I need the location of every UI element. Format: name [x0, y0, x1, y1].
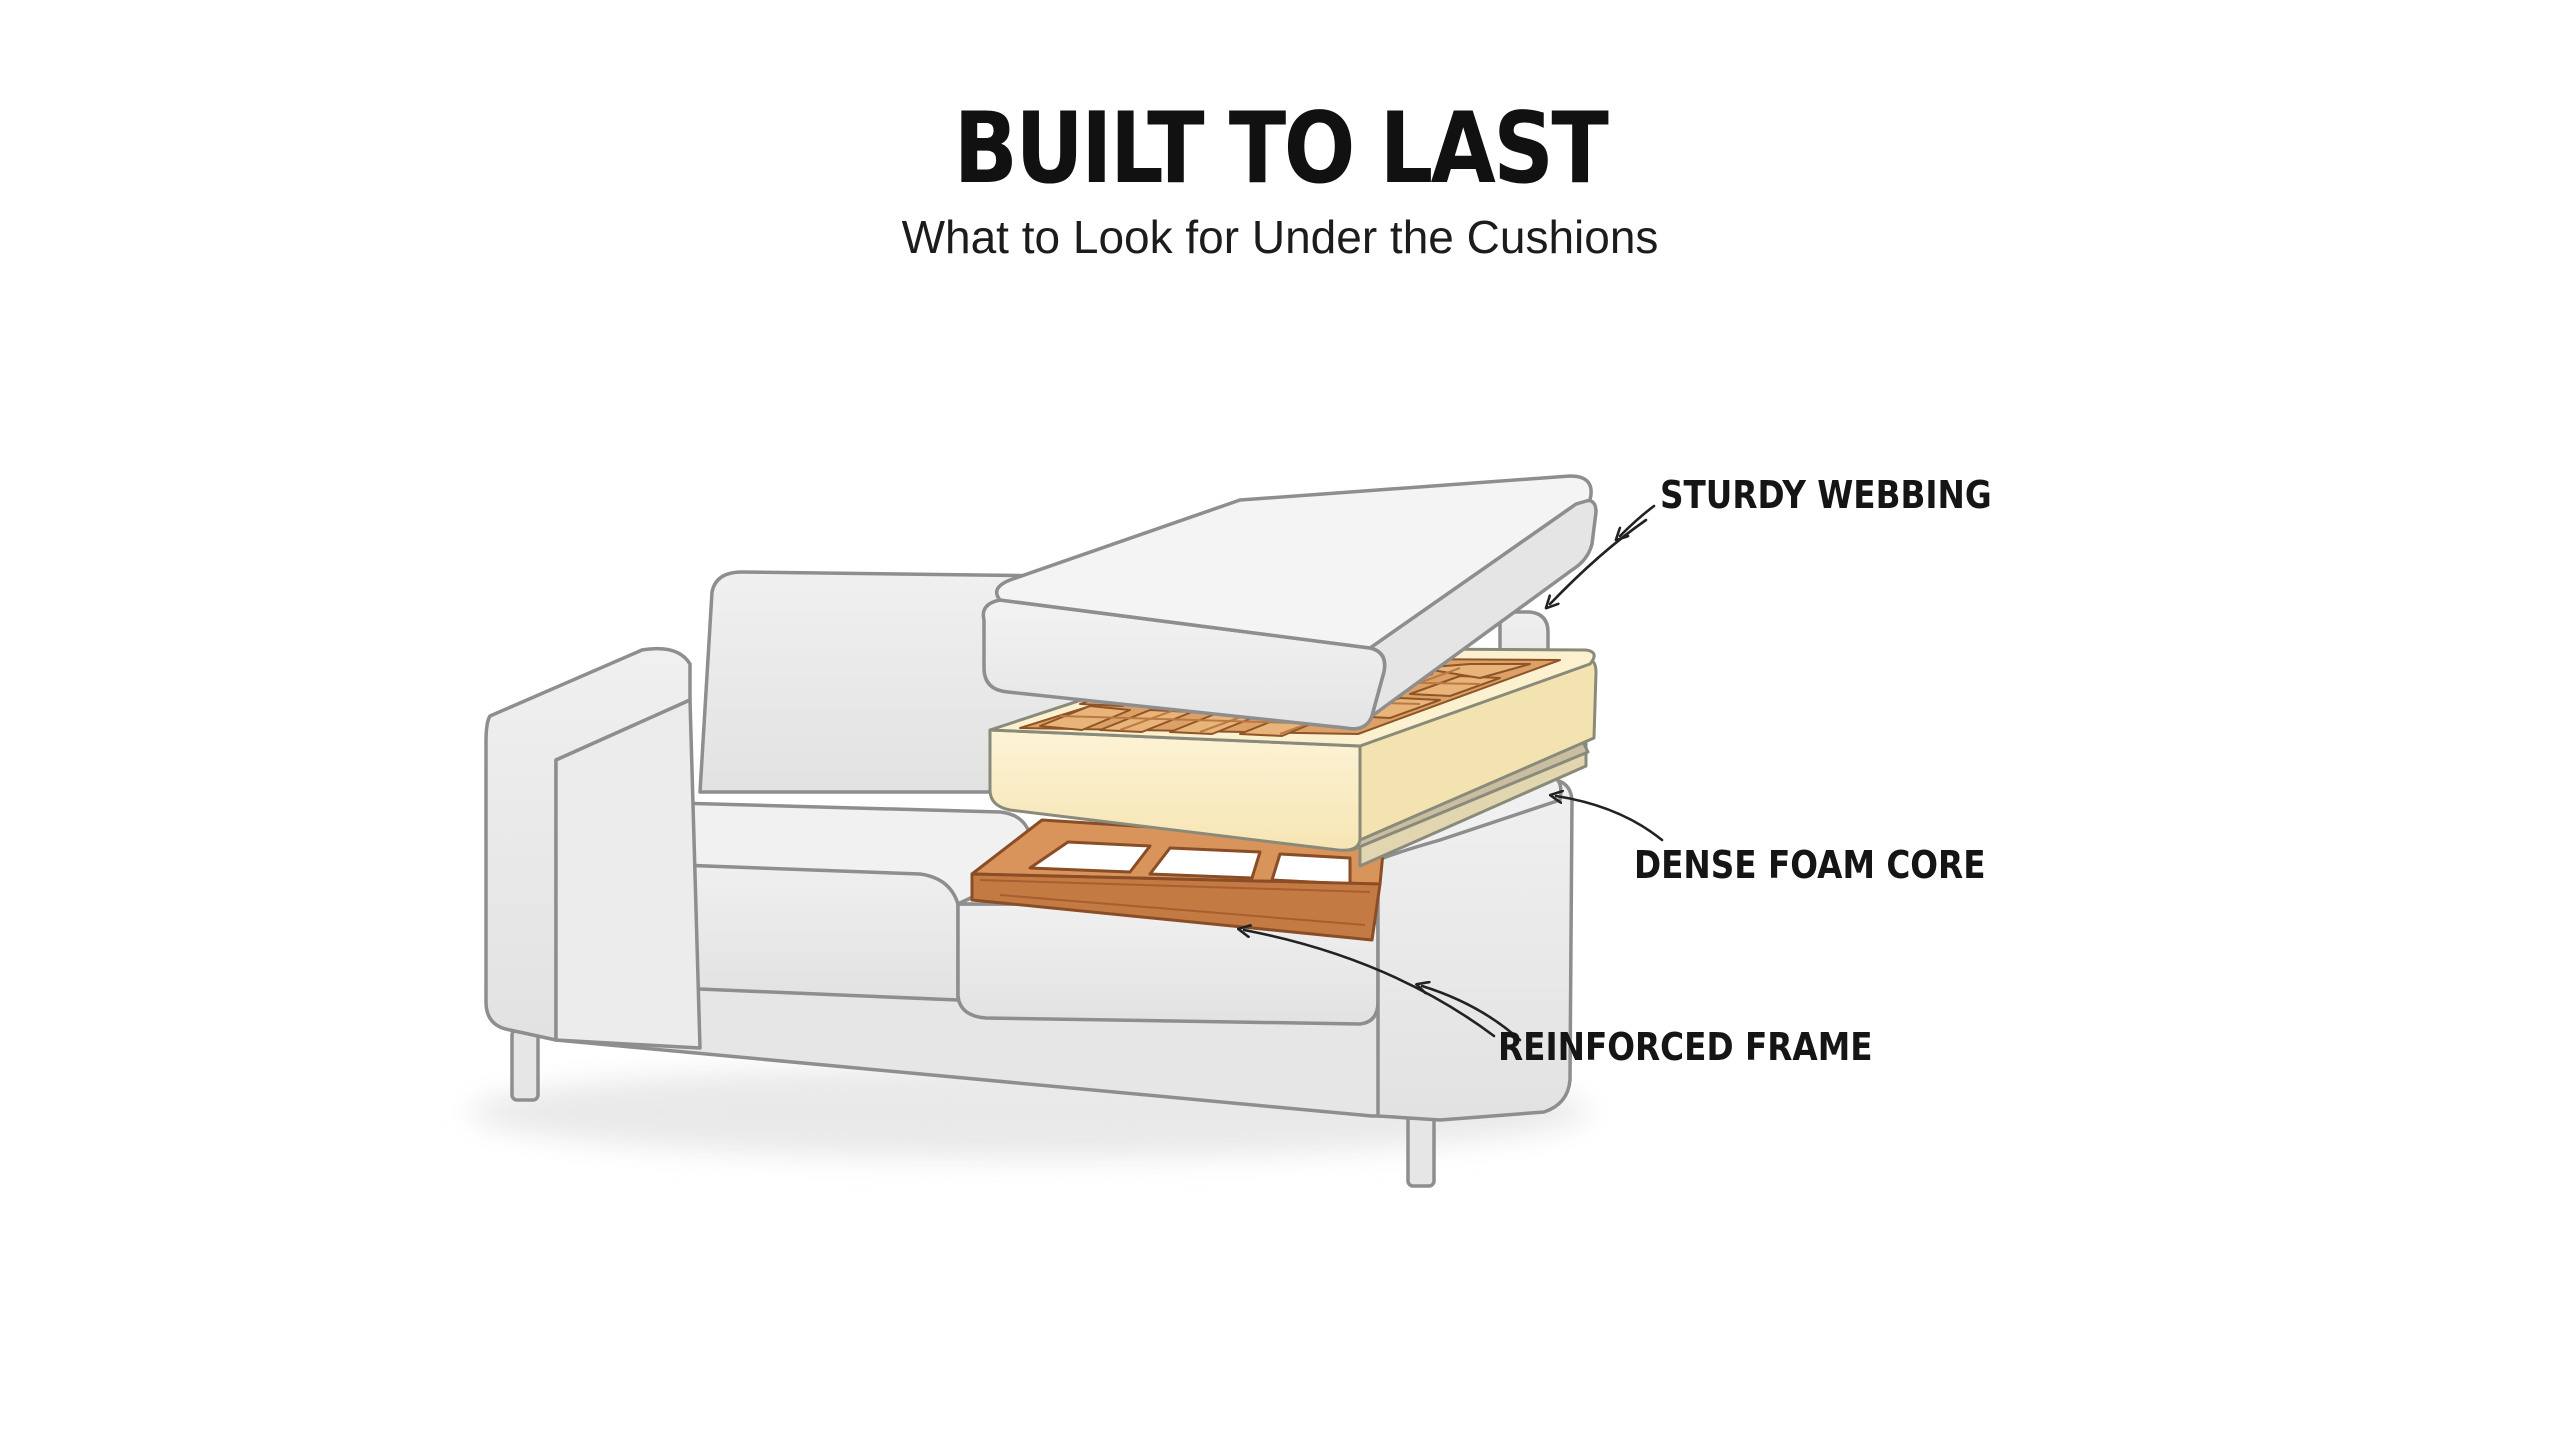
frame-opening-2	[1148, 846, 1262, 880]
foam-front	[988, 728, 1362, 852]
callout-sturdy-webbing: STURDY WEBBING	[1660, 474, 1992, 518]
sofa-arm-left	[484, 646, 692, 1042]
callout-arrows	[1244, 504, 1664, 1042]
sofa-leg-front-left	[510, 1028, 540, 1102]
callout-dense-foam-core: DENSE FOAM CORE	[1634, 844, 1986, 888]
cushion-top	[994, 474, 1593, 650]
sofa-arm-left-front	[554, 698, 702, 1050]
sofa-leg-front-right	[1406, 1108, 1436, 1188]
frame-opening-3	[1270, 852, 1352, 886]
frame-front-detail	[979, 879, 1371, 926]
arrow-frame-a	[1422, 986, 1522, 1042]
arrow-webbing-b	[1550, 518, 1648, 604]
lifted-seat-cushion	[981, 474, 1598, 731]
arrow-webbing-a	[1620, 504, 1656, 536]
frame-front	[970, 872, 1382, 942]
arrow-foam	[1556, 796, 1664, 842]
frame-opening-1	[1028, 840, 1152, 874]
reinforced-frame	[970, 818, 1386, 942]
callout-reinforced-frame: REINFORCED FRAME	[1498, 1026, 1873, 1070]
page-title: BUILT TO LAST	[953, 92, 1609, 206]
arrow-frame-b	[1244, 930, 1496, 1038]
page-subtitle: What to Look for Under the Cushions	[901, 211, 1659, 263]
